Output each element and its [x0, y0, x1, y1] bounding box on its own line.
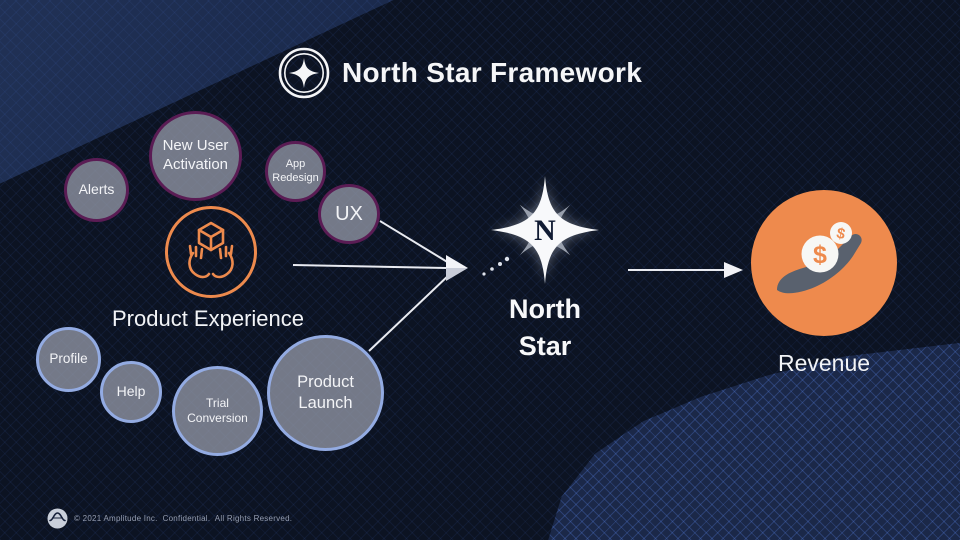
product-experience-label: Product Experience	[112, 306, 304, 331]
north-star-label: North Star	[465, 291, 625, 366]
bubble-help: Help	[100, 361, 162, 423]
north-star-label-line1: North	[509, 294, 581, 324]
bubble-ux: UX	[318, 184, 380, 244]
revenue-label: Revenue	[777, 350, 871, 376]
page-title: North Star Framework	[342, 57, 643, 88]
bubble-new-user-activation: New User Activation	[149, 111, 242, 201]
compass-badge-icon	[278, 47, 330, 99]
bubble-app-redesign: App Redesign	[265, 141, 326, 202]
product-experience-circle	[165, 206, 257, 298]
big-coin-dollar: $	[813, 241, 827, 269]
bubble-product-launch: Product Launch	[267, 335, 384, 451]
amplitude-logo-icon	[47, 508, 68, 529]
north-star-compass-icon: N	[491, 176, 599, 284]
north-star-label-line2: Star	[518, 331, 572, 362]
revenue-circle: $ $	[751, 190, 897, 336]
copyright-text: © 2021 Amplitude Inc. Confidential. All …	[74, 514, 293, 523]
bubble-trial-conversion: Trial Conversion	[172, 366, 263, 456]
bubble-profile: Profile	[36, 327, 101, 392]
hands-holding-cube-icon	[188, 221, 234, 279]
hand-with-coins-icon: $ $	[777, 222, 862, 294]
bubble-alerts: Alerts	[64, 158, 129, 222]
compass-n-letter: N	[534, 214, 556, 247]
